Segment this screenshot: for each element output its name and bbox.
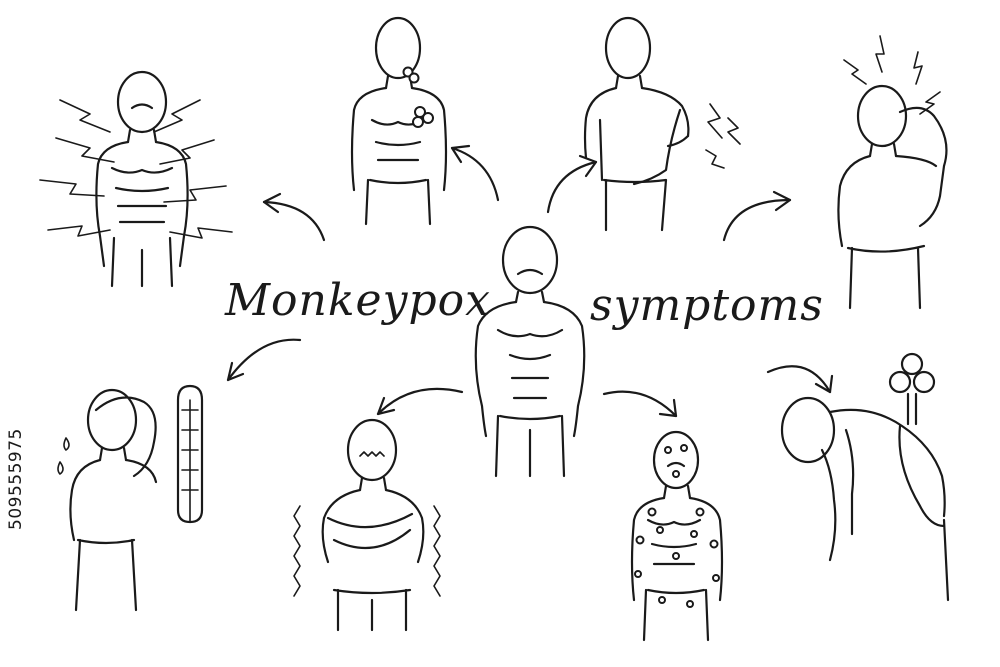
title-word-monkeypox: Monkeypox [225,275,491,326]
arrow-back-pain [546,160,598,214]
arrow-fatigue [766,365,832,394]
swollen-lymph-nodes-figure [350,16,448,226]
arrow-lymph-nodes [450,146,500,202]
fever-figure [57,384,204,612]
stock-image-id: 509555975 [6,428,26,530]
rash-figure [630,430,724,642]
muscle-pain-figure [39,70,233,288]
arrows [226,144,834,418]
fatigue-figure [780,352,950,602]
headache-figure [837,35,948,310]
rash-spots [634,444,720,608]
title-word-symptoms: symptoms [590,280,824,331]
arrow-headache [722,198,792,242]
arrow-fever [226,338,302,382]
chills-figure [293,418,441,632]
arrow-muscle-pain [262,200,326,242]
back-pain-figure [583,16,741,232]
center-figure [474,225,586,478]
arrow-rash [602,390,678,418]
arrow-chills [376,387,464,416]
